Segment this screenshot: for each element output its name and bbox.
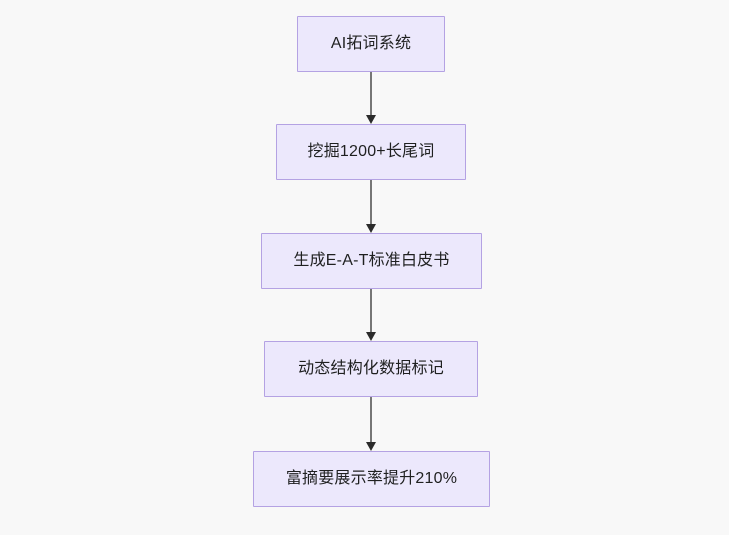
edge-line <box>370 397 372 443</box>
flow-node-label: 动态结构化数据标记 <box>298 360 444 377</box>
flow-node-structured-data-markup[interactable]: 动态结构化数据标记 <box>264 341 478 397</box>
arrowhead-icon <box>366 332 376 341</box>
flow-node-label: AI拓词系统 <box>330 35 412 52</box>
flow-node-label: 挖掘1200+长尾词 <box>307 143 435 160</box>
flow-node-rich-snippet-result[interactable]: 富摘要展示率提升210% <box>253 451 490 507</box>
edge-line <box>370 180 372 225</box>
arrowhead-icon <box>366 442 376 451</box>
arrowhead-icon <box>366 224 376 233</box>
flow-node-longtail-keywords[interactable]: 挖掘1200+长尾词 <box>276 124 466 180</box>
flow-node-ai-keyword-system[interactable]: AI拓词系统 <box>297 16 445 72</box>
flow-node-label: 富摘要展示率提升210% <box>285 470 458 487</box>
arrowhead-icon <box>366 115 376 124</box>
flow-node-label: 生成E-A-T标准白皮书 <box>293 252 450 269</box>
edge-line <box>370 289 372 333</box>
flow-node-eat-whitepaper[interactable]: 生成E-A-T标准白皮书 <box>261 233 482 289</box>
edge-line <box>370 72 372 116</box>
